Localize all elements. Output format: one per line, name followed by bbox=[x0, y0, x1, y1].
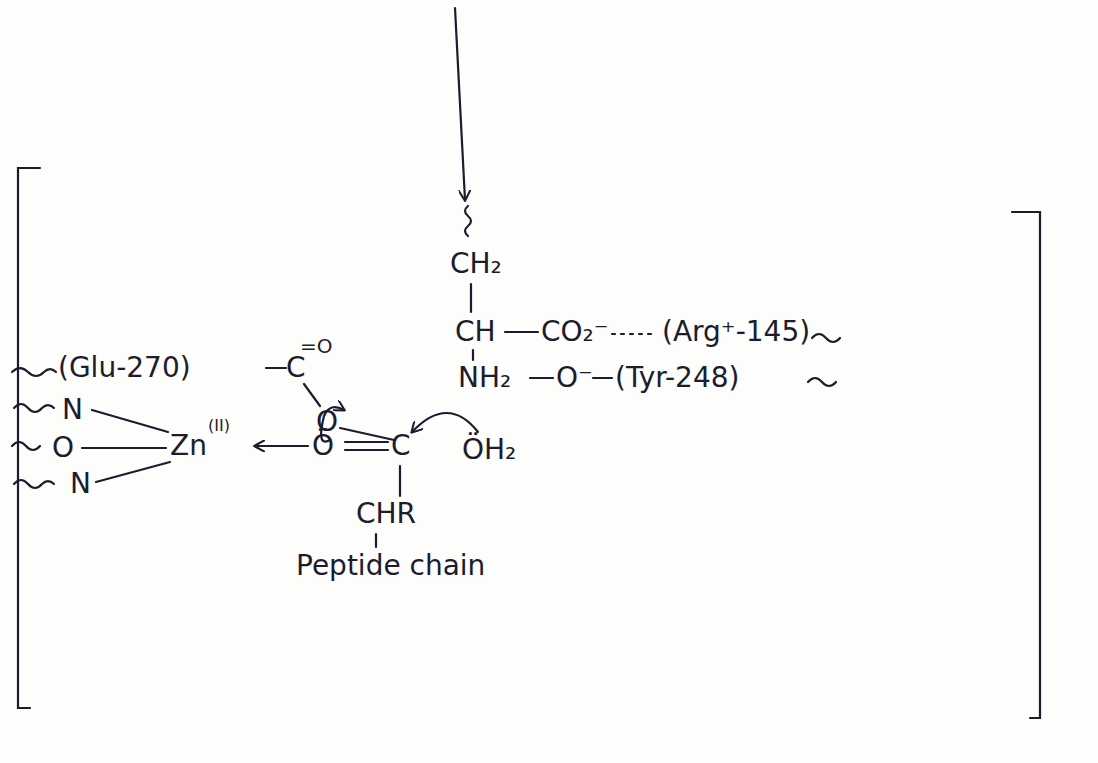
formula-text: CHR bbox=[356, 500, 416, 528]
formula-text: N bbox=[62, 396, 83, 424]
formula-text: Peptide chain bbox=[296, 552, 485, 580]
formula-text: C bbox=[391, 432, 411, 460]
formula-text: N bbox=[70, 470, 91, 498]
formula-text: (II) bbox=[208, 418, 230, 434]
formula-text: O bbox=[52, 434, 74, 462]
formula-text: O⁻ bbox=[556, 364, 593, 392]
formula-text: ÖH₂ bbox=[462, 436, 516, 464]
formula-text: Zn bbox=[170, 432, 207, 460]
formula-text: (Arg⁺-145) bbox=[662, 318, 810, 346]
formula-text: CH bbox=[455, 318, 496, 346]
formula-text: CO₂⁻ bbox=[541, 318, 609, 346]
formula-text: C bbox=[286, 354, 306, 382]
formula-text: (Glu-270) bbox=[58, 354, 191, 382]
formula-text: =O bbox=[300, 336, 333, 356]
formula-text: Ö bbox=[312, 432, 334, 460]
formula-text: CH₂ bbox=[450, 250, 502, 278]
formula-text: (Tyr-248) bbox=[615, 364, 739, 392]
formula-text: NH₂ bbox=[458, 364, 511, 392]
